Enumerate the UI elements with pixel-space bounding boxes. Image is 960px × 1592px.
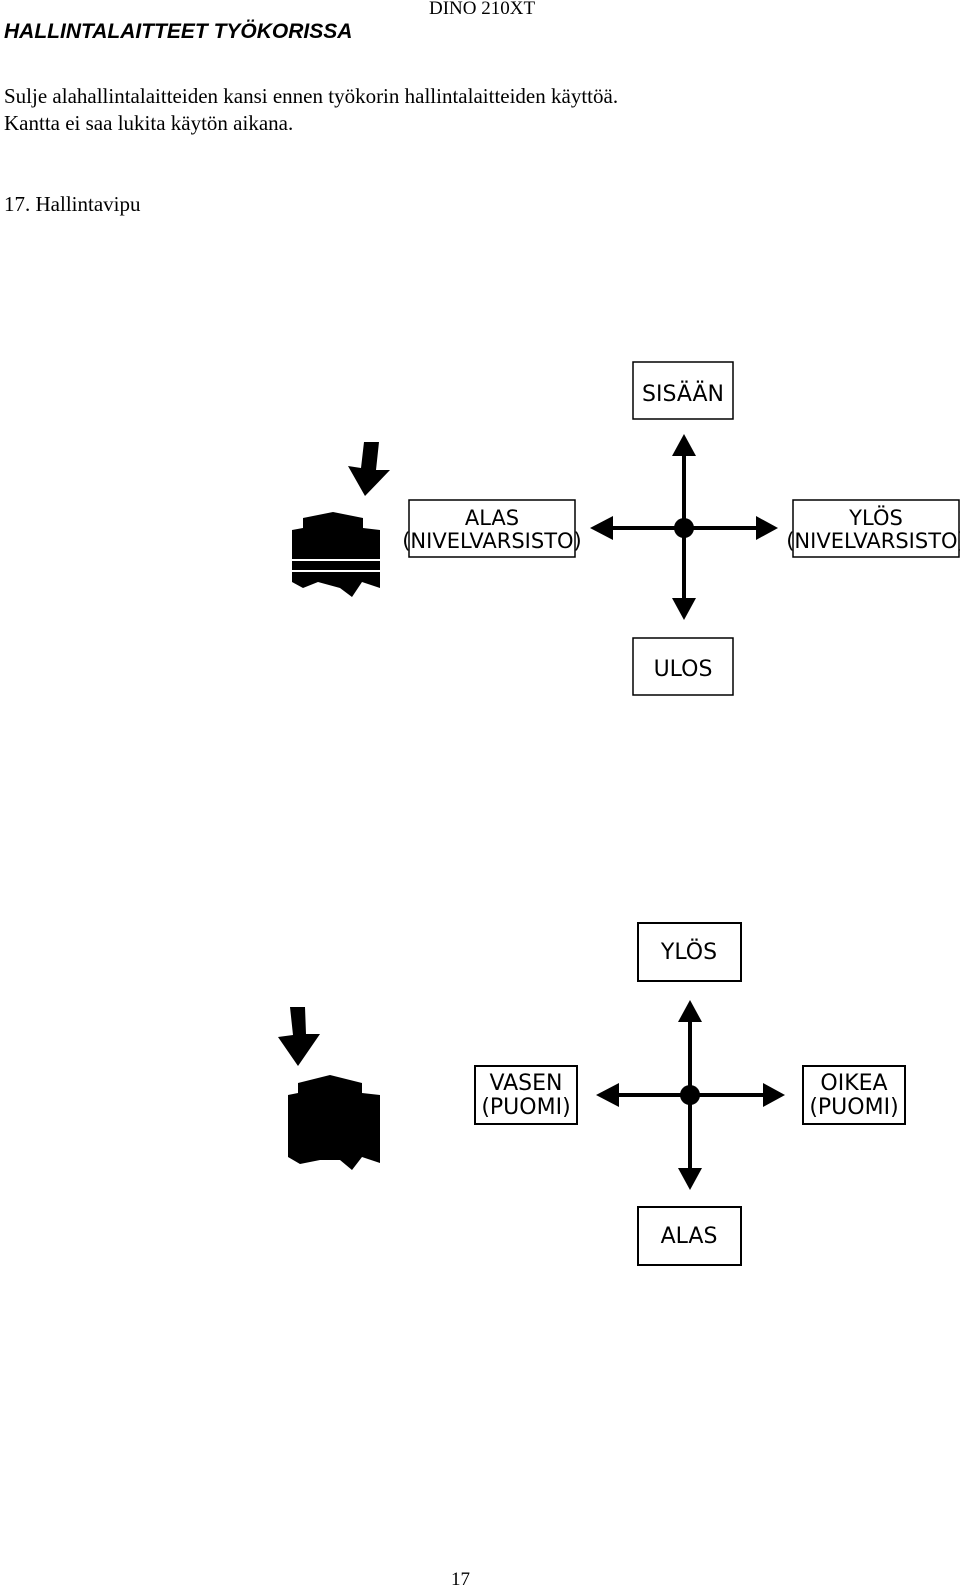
diagram-1: SISÄÄN ALAS (NIVELVARSISTO) YLÖS (NIVELV…	[292, 361, 960, 696]
center-dot	[674, 518, 694, 538]
page-number: 17	[451, 1569, 470, 1590]
center-dot	[680, 1085, 700, 1105]
arrow-right-icon	[756, 516, 778, 540]
direction-cross-2	[596, 1000, 785, 1190]
label-ulos: ULOS	[632, 637, 734, 696]
label-oikea-puomi: OIKEA (PUOMI)	[802, 1065, 906, 1125]
page-title: HALLINTALAITTEET TYÖKORISSA	[4, 20, 353, 43]
svg-text:ALAS: ALAS	[465, 506, 519, 530]
svg-text:(NIVELVARSISTO): (NIVELVARSISTO)	[786, 529, 960, 553]
svg-text:(NIVELVARSISTO): (NIVELVARSISTO)	[402, 529, 582, 553]
joystick-1-icon	[292, 442, 390, 597]
model-name: DINO 210XT	[429, 0, 536, 19]
item-heading: 17. Hallintavipu	[4, 192, 141, 216]
svg-text:SISÄÄN: SISÄÄN	[642, 381, 724, 407]
label-sisaan: SISÄÄN	[632, 361, 734, 420]
svg-text:ULOS: ULOS	[654, 657, 713, 682]
label-ylos-nivelvarsisto: YLÖS (NIVELVARSISTO)	[786, 499, 960, 558]
svg-text:(PUOMI): (PUOMI)	[481, 1095, 570, 1120]
joystick-2-icon	[278, 1007, 380, 1170]
label-ylos: YLÖS	[637, 922, 742, 982]
svg-text:YLÖS: YLÖS	[848, 505, 903, 530]
svg-text:YLÖS: YLÖS	[660, 939, 717, 965]
intro-line-1: Sulje alahallintalaitteiden kansi ennen …	[4, 84, 619, 108]
arrow-up-icon	[678, 1000, 702, 1022]
svg-text:ALAS: ALAS	[661, 1224, 718, 1249]
label-alas-nivelvarsisto: ALAS (NIVELVARSISTO)	[402, 499, 582, 558]
arrow-left-icon	[590, 516, 613, 540]
direction-cross-1	[590, 434, 778, 620]
diagram-2: YLÖS VASEN (PUOMI) OIKEA (PUOMI) ALAS	[278, 922, 906, 1266]
arrow-down-icon	[672, 598, 696, 620]
intro-line-2: Kantta ei saa lukita käytön aikana.	[4, 111, 294, 135]
arrow-right-icon	[763, 1083, 785, 1107]
arrow-down-icon	[678, 1168, 702, 1190]
svg-text:VASEN: VASEN	[489, 1071, 562, 1096]
label-vasen-puomi: VASEN (PUOMI)	[474, 1065, 578, 1125]
svg-text:(PUOMI): (PUOMI)	[809, 1095, 898, 1120]
svg-text:OIKEA: OIKEA	[820, 1071, 887, 1096]
arrow-left-icon	[596, 1083, 619, 1107]
label-alas: ALAS	[637, 1206, 742, 1266]
arrow-up-icon	[672, 434, 696, 456]
